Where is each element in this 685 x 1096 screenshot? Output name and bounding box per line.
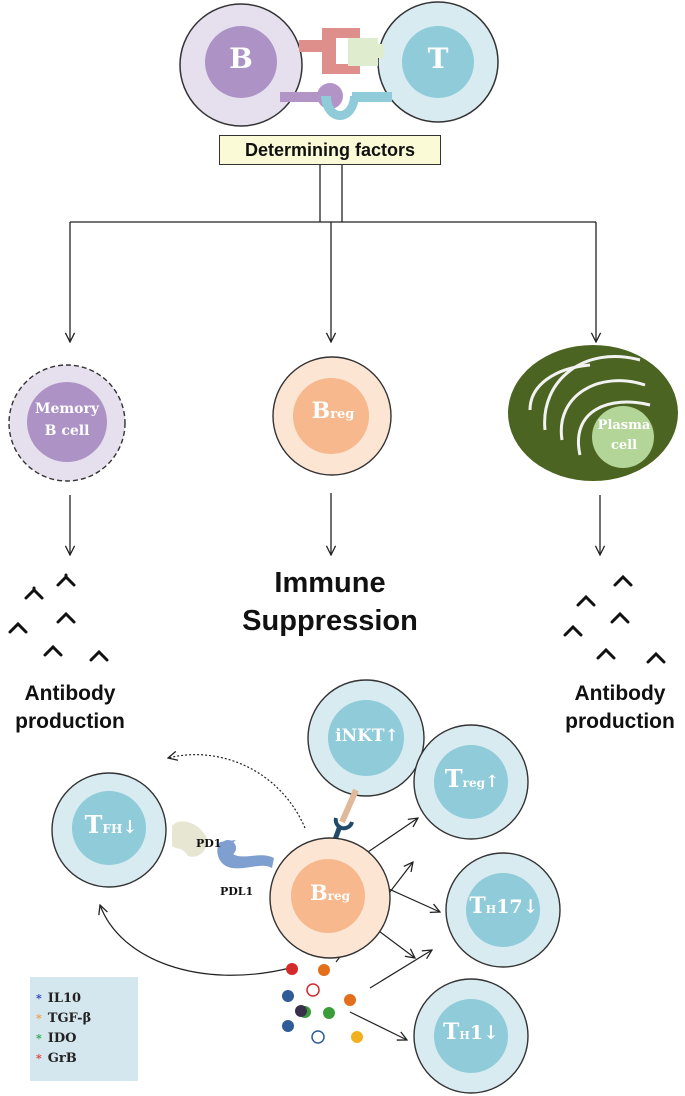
- breg-bottom-main: B: [309, 880, 328, 905]
- memory-label-line2: B cell: [44, 423, 90, 439]
- breg-cell-bottom: [269, 837, 391, 959]
- antibodies-right: [563, 574, 666, 664]
- treg-arrow: ↑: [484, 772, 500, 792]
- middle-outcome-line1: Immune: [274, 567, 386, 599]
- left-outcome-line1: Antibody: [24, 682, 116, 705]
- antibody-production-right: Antibody production: [555, 680, 685, 736]
- antibody-production-left: Antibody production: [0, 680, 140, 736]
- legend-label: IDO: [47, 1031, 77, 1046]
- th1-num: 1↓: [469, 1022, 499, 1044]
- inkt-label: iNKT↑: [335, 726, 399, 746]
- star-icon: *: [36, 1032, 42, 1045]
- memory-b-cell-label: Memory B cell: [17, 398, 117, 442]
- mhc-tcr-receptor: [299, 28, 384, 74]
- b-cell: [179, 3, 303, 127]
- right-outcome-line1: Antibody: [574, 682, 666, 705]
- tfh-sub: FH: [102, 822, 123, 836]
- t-cell-label: T: [427, 42, 449, 75]
- tfh-arrow: ↓: [122, 817, 138, 838]
- plasma-label-line2: cell: [610, 438, 638, 453]
- memory-b-cell: [8, 364, 126, 482]
- determining-factors-box: Determining factors: [219, 135, 441, 165]
- treg-label: Treg↑: [432, 764, 512, 793]
- legend-label: TGF-β: [47, 1011, 92, 1026]
- breg-fate-label: Breg: [296, 398, 370, 424]
- th1-label: TH1↓: [431, 1019, 511, 1045]
- breg-main: B: [311, 398, 331, 424]
- th17-sub: H: [485, 903, 497, 916]
- plasma-label-line1: Plasma: [597, 418, 651, 433]
- legend-item-il10: * IL10: [36, 991, 81, 1006]
- right-outcome-line2: production: [565, 710, 675, 733]
- th1-main: T: [443, 1019, 460, 1045]
- pd1-pdl1-interaction: [172, 821, 274, 869]
- breg-bottom-sub: reg: [327, 889, 351, 903]
- plasma-cell: [508, 345, 678, 481]
- branch-connectors: [70, 165, 600, 555]
- legend-label: GrB: [47, 1051, 77, 1066]
- legend-item-tgfb: * TGF-β: [36, 1011, 91, 1026]
- th17-main: T: [469, 893, 486, 919]
- tfh-label: TFH↓: [68, 810, 154, 839]
- legend-item-grb: * GrB: [36, 1051, 77, 1066]
- treg-main: T: [444, 764, 463, 793]
- plasma-cell-label: Plasma cell: [595, 416, 653, 456]
- left-outcome-line2: production: [15, 710, 125, 733]
- treg-sub: reg: [462, 776, 485, 790]
- th1-cell: [413, 978, 529, 1094]
- middle-outcome-line2: Suppression: [242, 605, 418, 637]
- immune-suppression: Immune Suppression: [215, 564, 445, 640]
- th17-num: 17↓: [496, 896, 539, 918]
- breg-cell-fate: [272, 356, 392, 476]
- b-cell-label: B: [229, 42, 253, 75]
- tfh-cell: [51, 772, 167, 888]
- legend-item-ido: * IDO: [36, 1031, 76, 1046]
- th1-sub: H: [459, 1029, 470, 1042]
- pdl1-label: PDL1: [220, 885, 254, 898]
- breg-bottom-label: Breg: [293, 880, 367, 905]
- memory-label-line1: Memory: [34, 401, 100, 417]
- cytokine-legend: * IL10 * TGF-β * IDO * GrB: [30, 977, 138, 1081]
- th17-cell: [445, 852, 561, 968]
- th17-label: TH17↓: [460, 893, 548, 919]
- t-cell: [377, 1, 499, 123]
- star-icon: *: [36, 1052, 42, 1065]
- star-icon: *: [36, 1012, 42, 1025]
- tfh-main: T: [84, 810, 103, 839]
- cd40-ligand-receptor: [280, 83, 392, 120]
- legend-label: IL10: [47, 991, 82, 1006]
- antibodies-left: [8, 573, 109, 662]
- pd1-label: PD1: [196, 837, 222, 850]
- breg-sub: reg: [330, 407, 355, 422]
- star-icon: *: [36, 992, 42, 1005]
- inkt-cell: [307, 679, 425, 846]
- cytokine-dots: [282, 963, 363, 1044]
- treg-cell: [413, 724, 529, 840]
